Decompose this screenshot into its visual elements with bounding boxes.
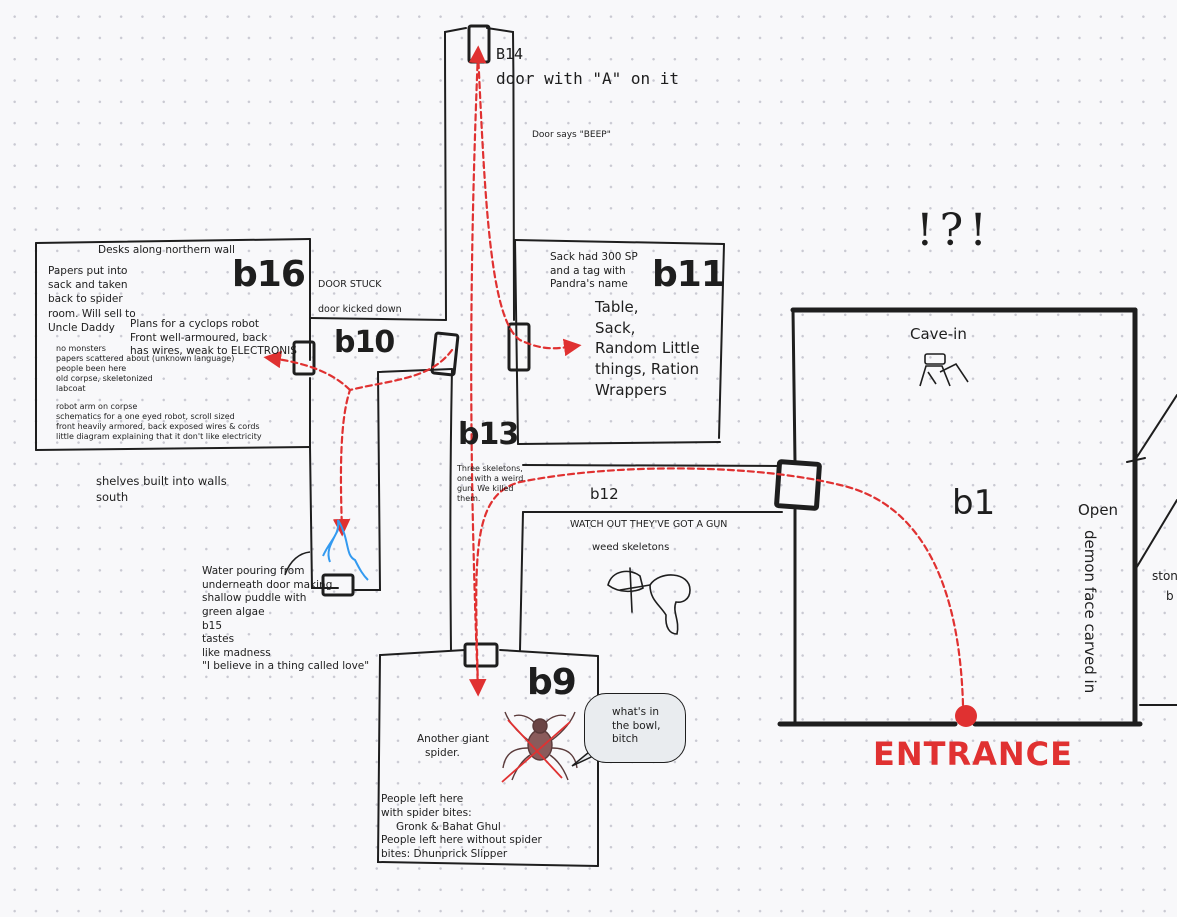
b14-description: door with "A" on it — [496, 69, 680, 88]
water-puddle-icon — [322, 519, 369, 581]
entrance-label: ENTRANCE — [873, 735, 1073, 773]
b14-label: B14 — [496, 45, 524, 63]
door-b10 — [430, 331, 460, 377]
door-b9 — [463, 642, 499, 668]
corridor-b13-walls — [443, 27, 781, 651]
door-b11 — [507, 322, 531, 372]
question-mark-note: !?! — [916, 205, 993, 256]
spider-defeated-cross-icon — [501, 719, 571, 783]
skeleton-gun-icon — [607, 567, 691, 635]
rubble-icon — [919, 353, 969, 387]
b12-weed-note: weed skeletons — [592, 542, 670, 553]
demon-face-note: demon face carved in — [1081, 530, 1099, 694]
b16-label: b16 — [232, 254, 306, 295]
b10-label: b10 — [334, 325, 395, 360]
door-b1 — [774, 459, 822, 511]
b13-label: b13 — [458, 417, 519, 452]
room-b1-walls — [777, 307, 1177, 727]
room-b10-walls — [309, 317, 453, 591]
stone-note: ston — [1152, 569, 1177, 583]
room-b11-walls — [514, 239, 725, 439]
door-stuck-note: DOOR STUCK — [318, 279, 382, 290]
b12-label: b12 — [590, 485, 619, 503]
entrance-marker — [955, 705, 977, 727]
party-path — [263, 45, 965, 707]
b16-desks-note: Desks along northern wall — [98, 244, 235, 256]
b9-label: b9 — [527, 662, 577, 703]
open-note: Open — [1078, 501, 1119, 519]
b12-gun-warning: WATCH OUT THEY'VE GOT A GUN — [570, 519, 728, 530]
door-kicked-note: door kicked down — [318, 304, 402, 315]
door-b16 — [292, 340, 316, 376]
b11-label: b11 — [652, 254, 726, 295]
spider-icon — [502, 711, 578, 781]
doors — [292, 24, 822, 668]
b1-label: b1 — [952, 483, 996, 523]
speech-bubble — [584, 693, 686, 763]
room-b16-walls — [35, 238, 311, 451]
door-beep-note: Door says "BEEP" — [532, 130, 611, 140]
pointer-line — [284, 551, 311, 576]
cave-in-note: Cave-in — [910, 325, 967, 343]
stone-note-2: b — [1166, 589, 1174, 603]
b9-bitten-names: Gronk & Bahat Ghul — [396, 821, 501, 833]
door-b15 — [321, 573, 355, 597]
